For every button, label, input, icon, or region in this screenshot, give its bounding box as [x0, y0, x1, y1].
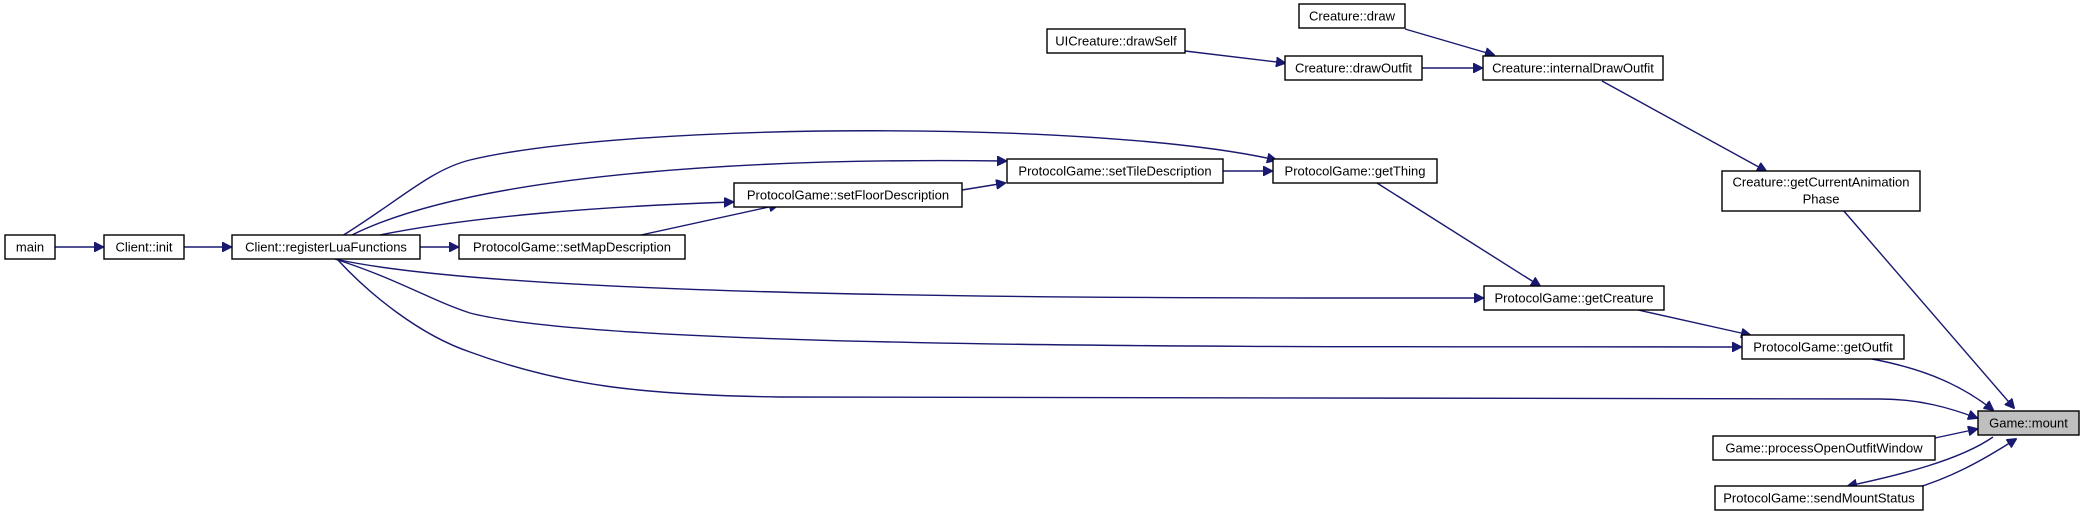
node-register-lua-functions[interactable]: Client::registerLuaFunctions	[231, 234, 421, 260]
edge-register-lua-to-set-tile-description	[349, 161, 1006, 237]
node-get-outfit-label: ProtocolGame::getOutfit	[1753, 340, 1893, 355]
node-creature-draw-outfit-label: Creature::drawOutfit	[1295, 61, 1412, 76]
node-get-creature[interactable]: ProtocolGame::getCreature	[1483, 285, 1665, 311]
node-process-open-outfit-window[interactable]: Game::processOpenOutfitWindow	[1712, 435, 1936, 461]
edge-get-thing-to-get-creature	[1376, 182, 1540, 286]
node-internal-draw-outfit[interactable]: Creature::internalDrawOutfit	[1482, 55, 1664, 81]
node-register-lua-functions-label: Client::registerLuaFunctions	[245, 240, 407, 255]
edge-register-lua-to-get-outfit	[334, 258, 1741, 347]
edge-set-floor-description-to-set-tile-description	[961, 183, 1005, 191]
node-send-mount-status-label: ProtocolGame::sendMountStatus	[1723, 491, 1915, 506]
node-current-animation-phase-label-line1: Creature::getCurrentAnimation	[1732, 175, 1909, 190]
edge-get-creature-to-get-outfit	[1637, 309, 1750, 335]
edge-register-lua-to-set-floor-description	[374, 202, 733, 237]
edge-process-outfit-window-to-game-mount	[1934, 429, 1977, 439]
edge-internal-draw-outfit-to-animation-phase	[1601, 80, 1766, 171]
node-get-outfit[interactable]: ProtocolGame::getOutfit	[1741, 334, 1905, 360]
node-game-mount[interactable]: Game::mount	[1977, 410, 2080, 436]
node-creature-draw[interactable]: Creature::draw	[1298, 3, 1406, 29]
node-uicreature-draw-self[interactable]: UICreature::drawSelf	[1046, 28, 1186, 54]
node-uicreature-draw-self-label: UICreature::drawSelf	[1055, 34, 1177, 49]
node-main[interactable]: main	[4, 234, 56, 260]
node-process-open-outfit-window-label: Game::processOpenOutfitWindow	[1725, 441, 1923, 456]
node-set-tile-description[interactable]: ProtocolGame::setTileDescription	[1006, 158, 1224, 184]
node-internal-draw-outfit-label: Creature::internalDrawOutfit	[1492, 61, 1654, 76]
edge-get-outfit-to-game-mount	[1871, 358, 1993, 410]
edge-register-lua-to-get-creature	[334, 258, 1483, 298]
node-creature-draw-outfit[interactable]: Creature::drawOutfit	[1284, 55, 1423, 81]
nodes-layer: main Client::init Client::registerLuaFun…	[4, 3, 2080, 511]
edge-register-lua-to-game-mount	[336, 258, 1977, 418]
node-set-tile-description-label: ProtocolGame::setTileDescription	[1018, 164, 1211, 179]
node-current-animation-phase-label-line2: Phase	[1803, 192, 1840, 207]
node-current-animation-phase[interactable]: Creature::getCurrentAnimation Phase	[1721, 170, 1921, 212]
node-send-mount-status[interactable]: ProtocolGame::sendMountStatus	[1714, 485, 1924, 511]
node-get-thing[interactable]: ProtocolGame::getThing	[1272, 158, 1438, 184]
edge-send-mount-status-to-game-mount	[1912, 439, 2016, 490]
edge-animation-phase-to-game-mount	[1842, 209, 2014, 408]
edge-game-mount-to-send-mount-status	[1848, 436, 1994, 486]
edge-register-lua-to-get-thing	[341, 130, 1276, 237]
node-set-floor-description-label: ProtocolGame::setFloorDescription	[747, 188, 949, 203]
edge-creature-draw-to-internal-draw-outfit	[1404, 28, 1494, 55]
edge-set-map-description-to-set-floor-description	[631, 205, 778, 238]
node-set-map-description-label: ProtocolGame::setMapDescription	[473, 240, 671, 255]
node-get-thing-label: ProtocolGame::getThing	[1285, 164, 1426, 179]
node-creature-draw-label: Creature::draw	[1309, 9, 1396, 24]
node-main-label: main	[16, 240, 44, 255]
edge-uicreature-drawself-to-creature-drawoutfit	[1184, 50, 1285, 63]
node-game-mount-label: Game::mount	[1989, 416, 2068, 431]
node-set-floor-description[interactable]: ProtocolGame::setFloorDescription	[733, 182, 963, 208]
node-get-creature-label: ProtocolGame::getCreature	[1495, 291, 1654, 306]
edges-layer	[55, 28, 2016, 490]
node-client-init[interactable]: Client::init	[103, 234, 185, 260]
node-set-map-description[interactable]: ProtocolGame::setMapDescription	[458, 234, 686, 260]
node-client-init-label: Client::init	[115, 240, 172, 255]
